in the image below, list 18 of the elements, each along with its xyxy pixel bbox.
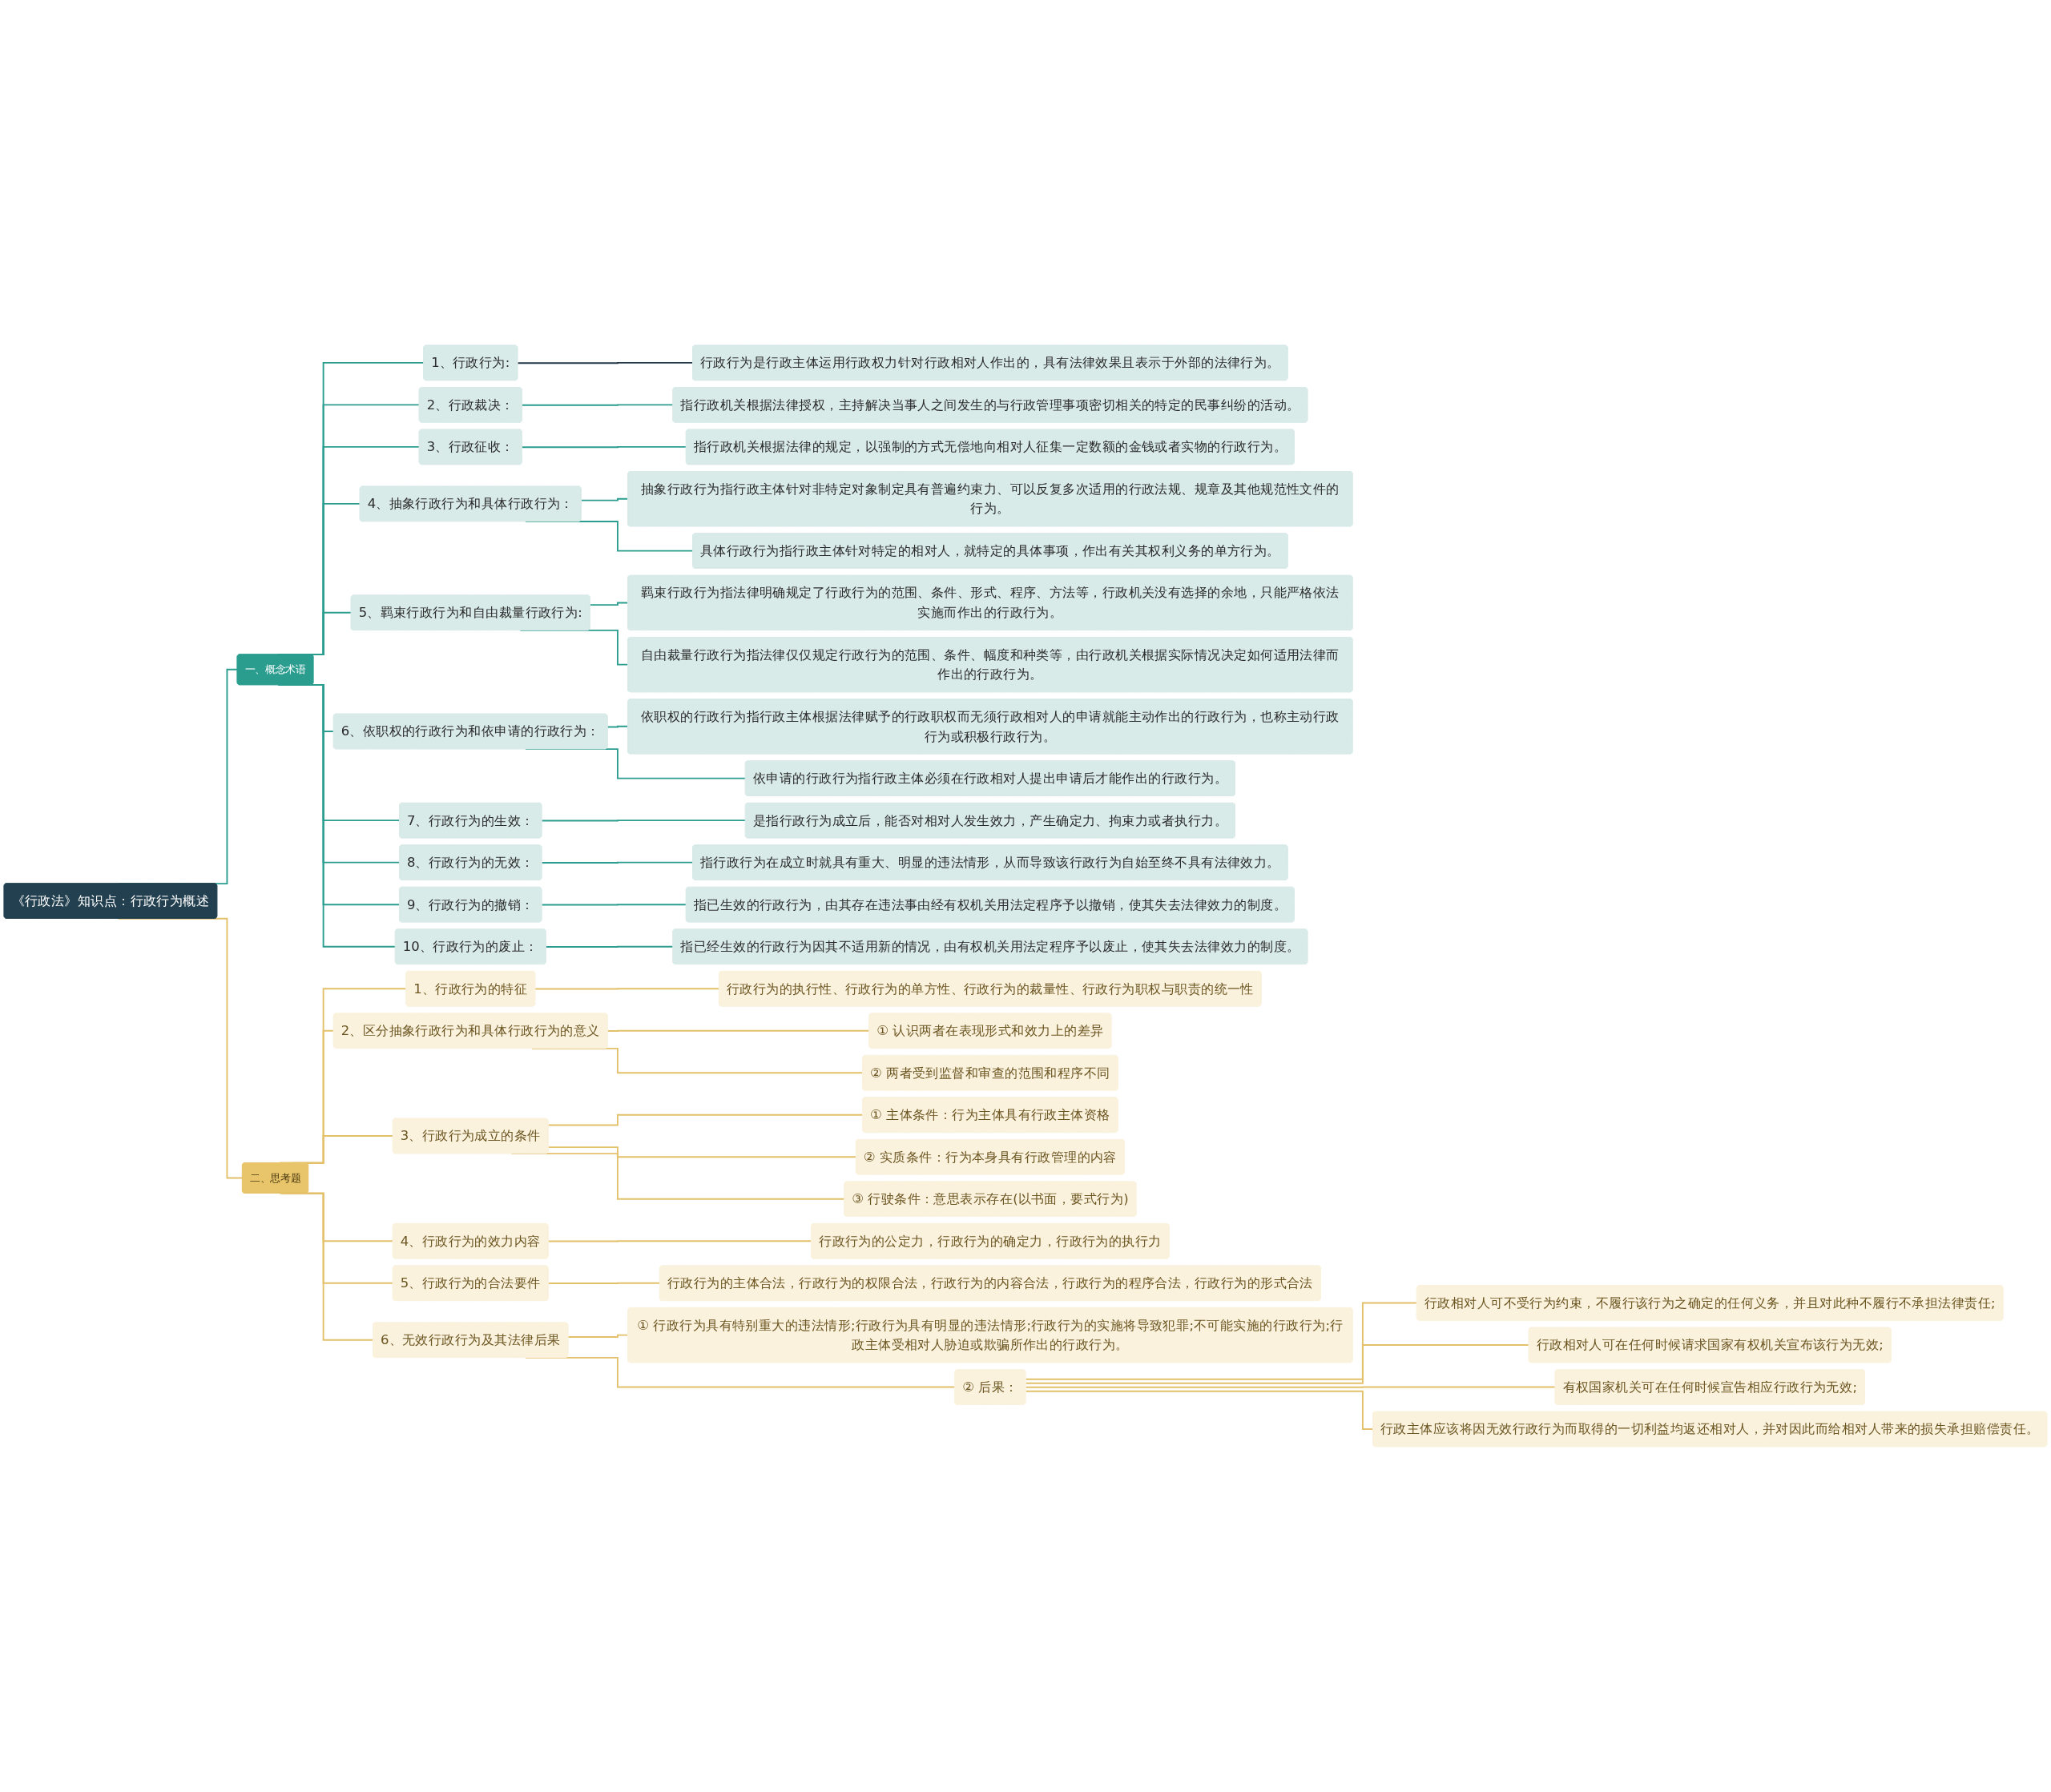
connector — [589, 602, 629, 606]
connector — [567, 1334, 629, 1339]
connector — [541, 819, 747, 822]
connector — [1025, 1390, 1374, 1431]
connector — [547, 1146, 857, 1158]
connector — [1025, 1302, 1418, 1380]
connector — [606, 725, 629, 728]
connector — [534, 988, 720, 990]
connector — [521, 446, 687, 449]
connector — [517, 362, 694, 364]
connector — [1025, 1344, 1530, 1384]
connector — [580, 497, 629, 501]
connector — [541, 904, 687, 906]
connector — [541, 861, 694, 864]
connector — [547, 1240, 812, 1242]
connector — [547, 1113, 864, 1126]
connector — [547, 1282, 661, 1285]
connector — [1025, 1386, 1557, 1388]
